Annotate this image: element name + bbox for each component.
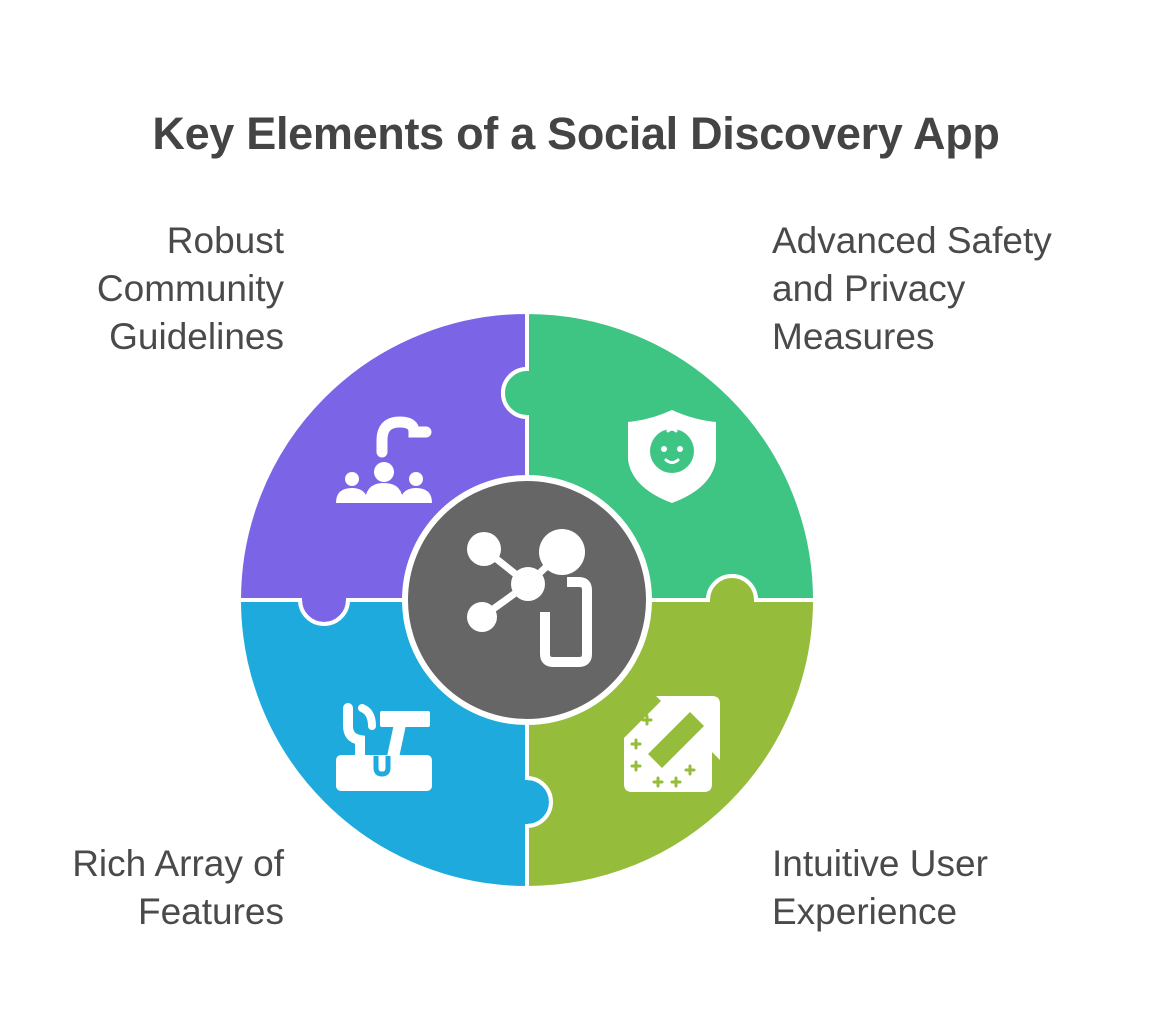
social-network-phone-icon bbox=[467, 529, 592, 667]
toolbox-icon bbox=[336, 703, 432, 791]
shield-face-icon bbox=[628, 410, 716, 503]
label-advanced-safety-privacy: Advanced Safety and Privacy Measures bbox=[772, 220, 1052, 357]
label-rich-array-features: Rich Array of Features bbox=[72, 843, 284, 932]
community-question-icon bbox=[336, 416, 432, 503]
label-intuitive-user-experience: Intuitive User Experience bbox=[772, 843, 988, 932]
label-robust-community-guidelines: Robust Community Guidelines bbox=[96, 220, 284, 357]
diagram-title: Key Elements of a Social Discovery App bbox=[152, 108, 1000, 159]
cursor-arrow-icon bbox=[624, 696, 720, 792]
